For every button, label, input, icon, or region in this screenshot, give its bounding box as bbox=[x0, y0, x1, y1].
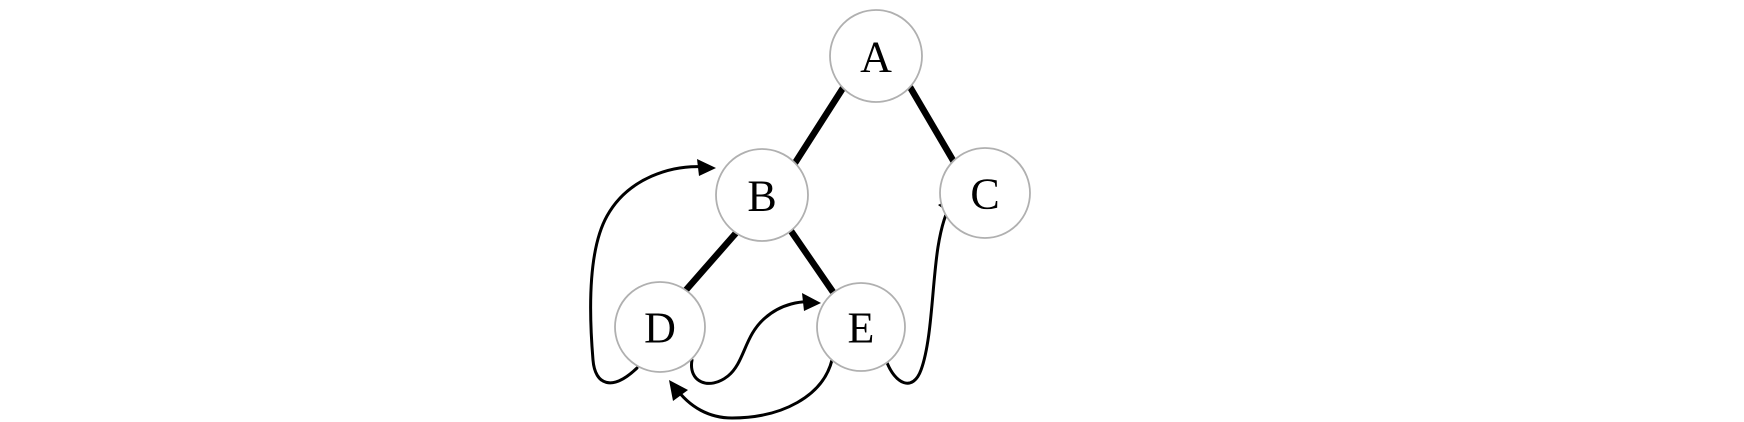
edge-a-b bbox=[792, 86, 846, 165]
arrowhead-d-to-e bbox=[802, 293, 821, 311]
node-a[interactable]: A bbox=[829, 9, 923, 103]
node-group: A B C D E bbox=[614, 9, 1031, 373]
edge-b-e bbox=[788, 229, 836, 294]
node-c[interactable]: C bbox=[939, 147, 1031, 239]
edge-a-c bbox=[907, 85, 957, 164]
arrowhead-e-to-d bbox=[669, 380, 688, 401]
node-d-circle[interactable] bbox=[614, 281, 706, 373]
node-b[interactable]: B bbox=[715, 148, 809, 242]
node-d[interactable]: D bbox=[614, 281, 706, 373]
node-c-circle[interactable] bbox=[939, 147, 1031, 239]
node-a-circle[interactable] bbox=[829, 9, 923, 103]
edge-e-to-c bbox=[884, 201, 954, 385]
solid-edge-group bbox=[683, 85, 957, 294]
node-a-label: A bbox=[860, 33, 892, 82]
node-b-label: B bbox=[747, 172, 776, 221]
edge-e-to-d bbox=[673, 358, 834, 420]
node-d-label: D bbox=[644, 304, 676, 353]
node-c-label: C bbox=[970, 170, 999, 219]
edge-d-to-b bbox=[589, 165, 709, 385]
node-e[interactable]: E bbox=[816, 282, 906, 372]
edge-d-to-e bbox=[690, 300, 814, 385]
node-e-label: E bbox=[848, 304, 875, 353]
node-b-circle[interactable] bbox=[715, 148, 809, 242]
edge-b-d bbox=[683, 230, 739, 293]
node-e-circle[interactable] bbox=[816, 282, 906, 372]
arrowhead-d-to-b bbox=[697, 159, 716, 176]
